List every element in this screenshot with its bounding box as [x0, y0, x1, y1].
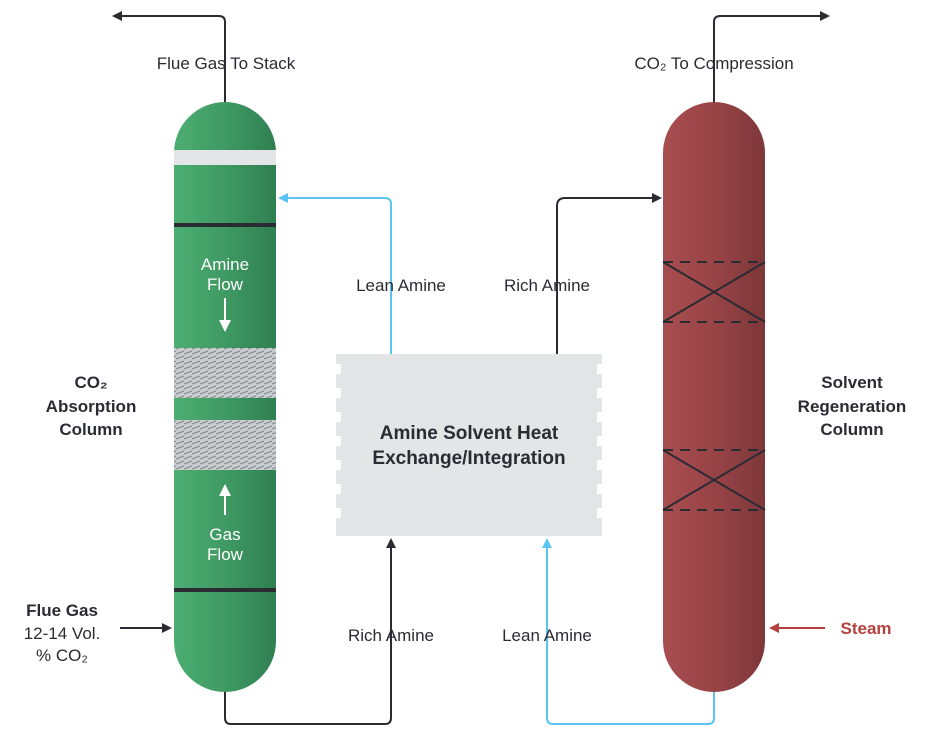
flue-gas-inlet-detail-line2: % CO₂ [36, 646, 88, 665]
regeneration-column [662, 102, 766, 692]
co2-to-compression-label: CO₂ To Compression [634, 54, 793, 73]
heat-exchanger-notches [336, 364, 602, 518]
absorber-title-line2: Absorption [46, 397, 137, 416]
amine-flow-label-line2: Flow [207, 275, 244, 294]
regenerator-packing-upper [662, 261, 766, 323]
heat-exchanger-title-line1: Amine Solvent Heat [380, 423, 559, 444]
absorber-top-band [174, 150, 276, 165]
heat-exchanger-title-line2: Exchange/Integration [372, 448, 565, 469]
rich-amine-bottom-label: Rich Amine [348, 626, 434, 645]
lean-amine-top-pipe [278, 193, 392, 354]
absorber-packing-upper [174, 348, 276, 398]
rich-amine-bottom-pipe [224, 538, 396, 725]
rich-amine-top-label: Rich Amine [504, 276, 590, 295]
heat-exchanger: Amine Solvent Heat Exchange/Integration [336, 354, 602, 536]
steam-label: Steam [840, 619, 891, 638]
absorber-tray-line [174, 588, 276, 592]
regenerator-vessel [663, 102, 765, 692]
flue-gas-inlet-title: Flue Gas [26, 601, 98, 620]
absorption-column: Amine Flow Gas Flow [174, 102, 276, 692]
lean-amine-top-label: Lean Amine [356, 276, 446, 295]
gas-flow-label-line1: Gas [209, 525, 240, 544]
regenerator-packing-lower [662, 449, 766, 511]
flue-gas-inlet-detail-line1: 12-14 Vol. [24, 624, 101, 643]
absorber-packing-lower [174, 420, 276, 470]
flue-to-stack-pipe [112, 11, 226, 102]
regenerator-title-line3: Column [820, 420, 883, 439]
amine-flow-label-line1: Amine [201, 255, 249, 274]
absorber-title-line3: Column [59, 420, 122, 439]
regenerator-title-line2: Regeneration [798, 397, 907, 416]
co2-to-compression-pipe [713, 11, 830, 102]
rich-amine-top-pipe [556, 193, 662, 354]
regenerator-title-line1: Solvent [821, 373, 883, 392]
lean-amine-bottom-pipe [542, 538, 715, 725]
flue-gas-to-stack-label: Flue Gas To Stack [157, 54, 296, 73]
heat-exchanger-box [336, 354, 602, 536]
gas-flow-label-line2: Flow [207, 545, 244, 564]
absorber-title-line1: CO₂ [74, 373, 107, 392]
absorber-tray-line [174, 223, 276, 227]
lean-amine-bottom-label: Lean Amine [502, 626, 592, 645]
